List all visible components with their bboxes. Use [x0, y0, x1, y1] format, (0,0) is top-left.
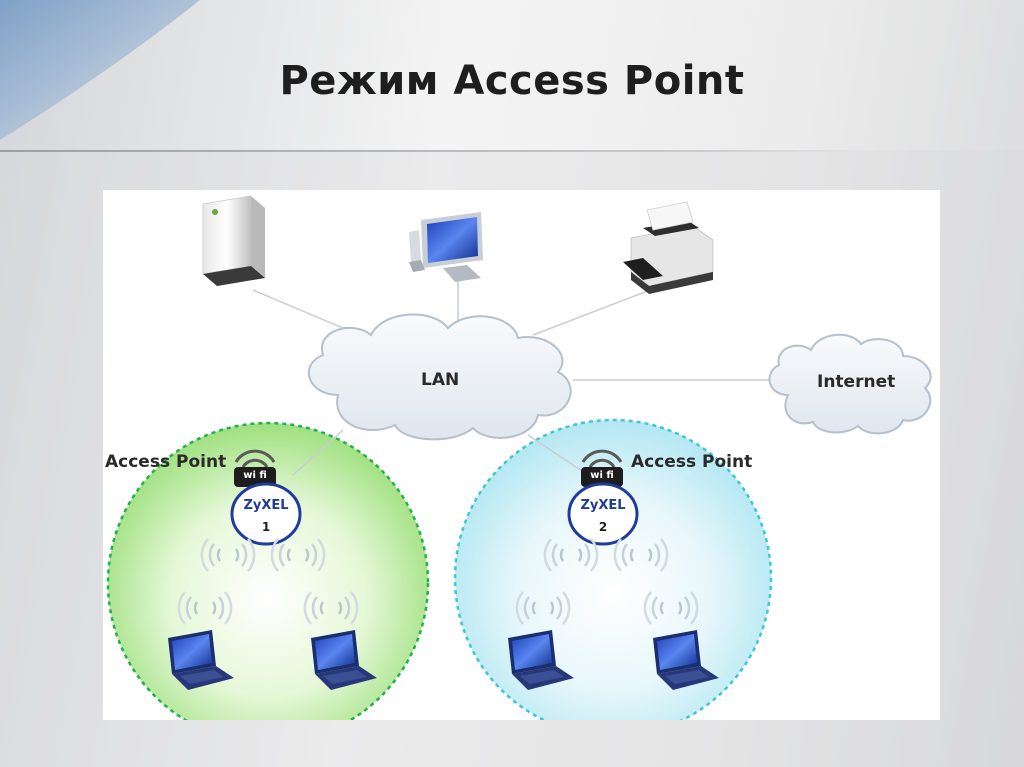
- access-point-2-number: 2: [598, 520, 608, 534]
- network-diagram: LAN Internet Access Point Access Point w…: [103, 190, 940, 720]
- access-point-2-label: Access Point: [631, 452, 753, 472]
- title-divider: [0, 150, 862, 152]
- access-point-1-brand: ZyXEL: [243, 498, 289, 513]
- desktop-computer-icon: [409, 212, 483, 282]
- access-point-1-number: 1: [261, 520, 271, 534]
- internet-label: Internet: [817, 372, 896, 392]
- wifi-badge-1: wi fi: [243, 470, 267, 481]
- lan-cloud: [307, 313, 572, 441]
- slide-title: Режим Access Point: [279, 58, 745, 104]
- printer-icon: [623, 201, 714, 294]
- wifi-badge-2: wi fi: [590, 470, 614, 481]
- access-point-2-brand: ZyXEL: [580, 498, 626, 513]
- access-point-2-icon: [567, 449, 639, 546]
- access-point-1-icon: [230, 449, 302, 546]
- lan-label: LAN: [421, 370, 460, 390]
- server-icon: [202, 195, 265, 286]
- internet-cloud: [768, 333, 932, 435]
- access-point-1-label: Access Point: [105, 452, 227, 472]
